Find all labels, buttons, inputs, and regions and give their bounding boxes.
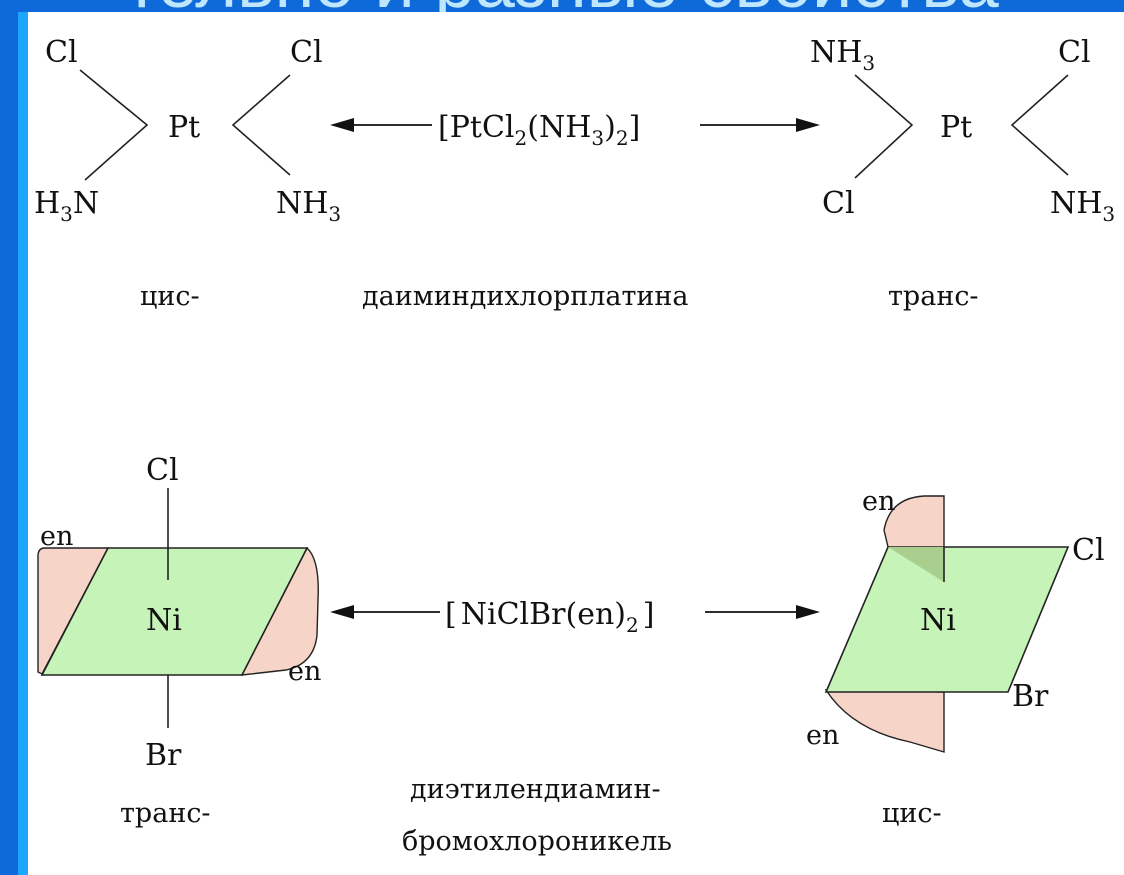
ni-cis-complex: Ni Cl Br en en цис- — [806, 486, 1105, 829]
ni-trans-ligand-bottom: Br — [145, 738, 182, 773]
pt-trans-complex: NH3 Cl Cl NH3 Pt транс- — [810, 35, 1115, 312]
ni-formula: [NiClBr(en)2] — [445, 597, 654, 637]
pt-trans-ligand-bottom-right: NH3 — [1050, 186, 1115, 226]
ni-cis-metal: Ni — [920, 603, 956, 638]
pt-trans-ligand-top-right: Cl — [1058, 35, 1091, 70]
ni-cis-caption: цис- — [882, 798, 942, 829]
pt-cis-left-bonds — [79, 69, 149, 181]
ni-cis-en-lobe-bottom — [824, 689, 945, 753]
ni-trans-square-plane — [40, 547, 309, 676]
ni-equilibrium: [NiClBr(en)2] диэтилендиамин- бромохлоро… — [330, 597, 820, 857]
pt-trans-caption: транс- — [888, 281, 979, 312]
pt-arrow-left-head — [330, 118, 354, 132]
ni-trans-en-bottom: en — [288, 656, 321, 687]
pt-trans-left-bonds — [854, 74, 914, 179]
pt-trans-right-bonds — [1010, 74, 1069, 176]
ni-trans-en-lobe-right — [240, 546, 319, 676]
ni-trans-caption: транс- — [120, 798, 211, 829]
ni-cis-overlap-shade — [888, 547, 944, 582]
pt-trans-ligand-top-left: NH3 — [810, 35, 875, 75]
pt-cis-ligand-bottom-left: H3N — [34, 186, 99, 226]
pt-arrow-right-head — [796, 118, 820, 132]
pt-cis-metal: Pt — [168, 110, 200, 145]
ni-trans-ligand-top: Cl — [146, 453, 179, 488]
ni-name-caption-line1: диэтилендиамин- — [410, 774, 661, 805]
pt-formula: [PtCl2(NH3)2] — [438, 110, 640, 150]
ni-name-caption-line2: бромохлороникель — [402, 826, 672, 857]
pt-cis-ligand-top-right: Cl — [290, 35, 323, 70]
ni-cis-en-top: en — [862, 486, 895, 517]
pt-name-caption: даиминдихлорплатина — [362, 281, 689, 312]
pt-trans-ligand-bottom-left: Cl — [822, 186, 855, 221]
ni-arrow-right-head — [796, 605, 820, 619]
ni-trans-en-lobe-left — [37, 547, 110, 675]
pt-cis-caption: цис- — [140, 281, 200, 312]
pt-cis-ligand-top-left: Cl — [45, 35, 78, 70]
pt-cis-complex: Cl Cl H3N NH3 Pt цис- — [34, 35, 341, 312]
ni-cis-ligand-bottom-right: Br — [1012, 679, 1049, 714]
pt-equilibrium: [PtCl2(NH3)2] даиминдихлорплатина — [330, 110, 820, 312]
ni-trans-complex: Cl Ni Br en en транс- — [37, 453, 321, 829]
pt-trans-metal: Pt — [940, 110, 972, 145]
pt-cis-right-bonds — [231, 74, 291, 176]
ni-cis-en-bottom: en — [806, 720, 839, 751]
pt-cis-ligand-bottom-right: NH3 — [276, 186, 341, 226]
ni-cis-square-plane — [824, 546, 1070, 693]
ni-trans-metal: Ni — [146, 603, 182, 638]
ni-trans-en-top: en — [40, 521, 73, 552]
ni-arrow-left-head — [330, 605, 354, 619]
ni-cis-ligand-right: Cl — [1072, 533, 1105, 568]
